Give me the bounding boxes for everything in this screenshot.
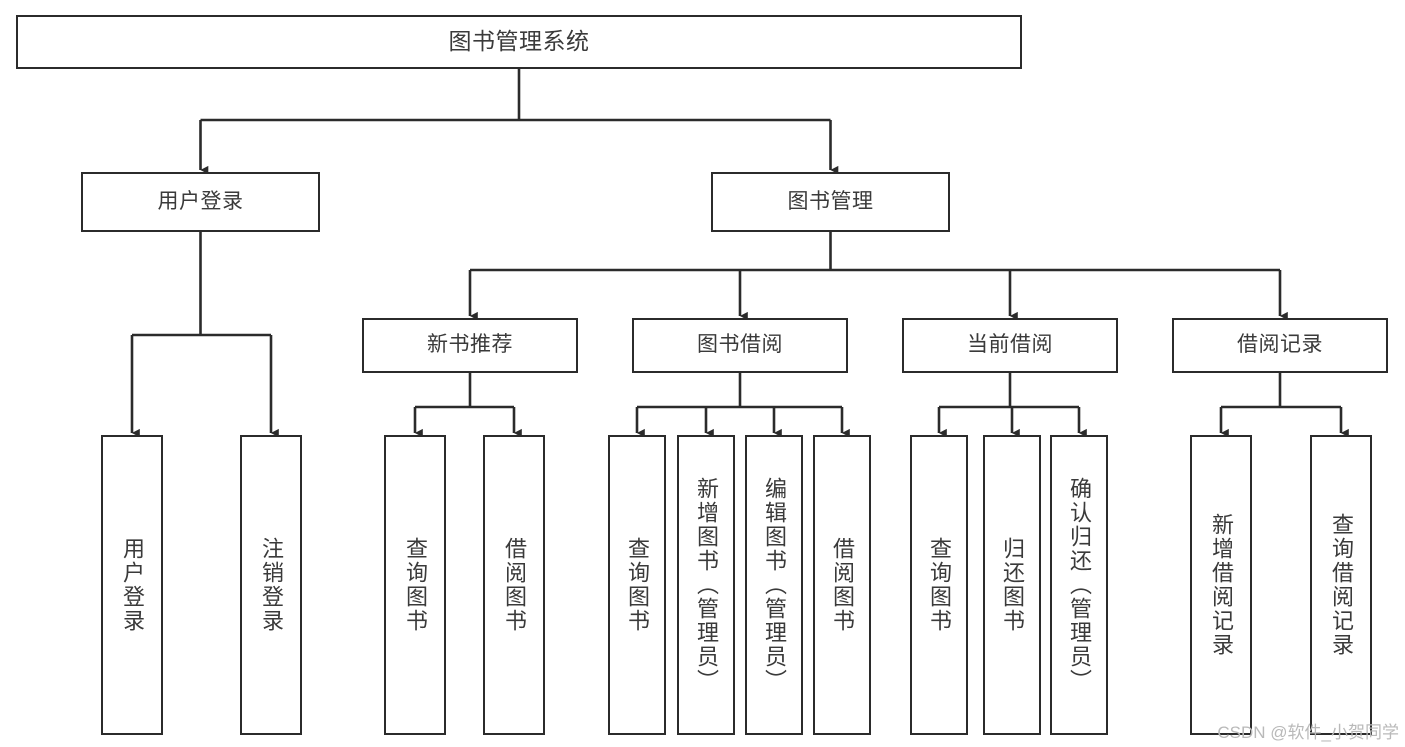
leaf-node-4[interactable]: 查询图书 [608,435,666,735]
leaf-node-8-label: 查询图书 [927,537,952,633]
leaf-node-5[interactable]: 新增图书（管理员） [677,435,735,735]
leaf-node-7-label: 借阅图书 [830,537,855,633]
level3-node-2-label: 当前借阅 [967,333,1053,357]
leaf-node-3[interactable]: 借阅图书 [483,435,545,735]
leaf-node-8[interactable]: 查询图书 [910,435,968,735]
leaf-node-11-label: 新增借阅记录 [1209,513,1234,657]
leaf-node-1[interactable]: 注销登录 [240,435,302,735]
leaf-node-4-label: 查询图书 [625,537,650,633]
level2-node-1[interactable]: 图书管理 [711,172,950,232]
leaf-node-10[interactable]: 确认归还（管理员） [1050,435,1108,735]
root-node-library-system[interactable]: 图书管理系统 [16,15,1022,69]
level3-node-1[interactable]: 图书借阅 [632,318,848,373]
leaf-node-9[interactable]: 归还图书 [983,435,1041,735]
leaf-node-1-label: 注销登录 [259,537,284,633]
leaf-node-12[interactable]: 查询借阅记录 [1310,435,1372,735]
level3-node-3-label: 借阅记录 [1237,333,1323,357]
leaf-node-9-label: 归还图书 [1000,537,1025,633]
leaf-node-3-label: 借阅图书 [502,537,527,633]
level3-node-1-label: 图书借阅 [697,333,783,357]
leaf-node-6-label: 编辑图书（管理员） [762,477,787,693]
csdn-watermark: CSDN @软件_小贺同学 [1217,723,1399,742]
leaf-node-7[interactable]: 借阅图书 [813,435,871,735]
leaf-node-0-label: 用户登录 [120,537,145,633]
leaf-node-2-label: 查询图书 [403,537,428,633]
level3-node-0-label: 新书推荐 [427,333,513,357]
level2-node-1-label: 图书管理 [787,189,874,213]
level2-node-0[interactable]: 用户登录 [81,172,320,232]
leaf-node-10-label: 确认归还（管理员） [1067,477,1092,693]
leaf-node-12-label: 查询借阅记录 [1329,513,1354,657]
level2-node-0-label: 用户登录 [157,189,244,213]
root-node-library-system-label: 图书管理系统 [448,28,590,55]
level3-node-0[interactable]: 新书推荐 [362,318,578,373]
level3-node-2[interactable]: 当前借阅 [902,318,1118,373]
leaf-node-6[interactable]: 编辑图书（管理员） [745,435,803,735]
leaf-node-5-label: 新增图书（管理员） [694,477,719,693]
leaf-node-2[interactable]: 查询图书 [384,435,446,735]
level3-node-3[interactable]: 借阅记录 [1172,318,1388,373]
leaf-node-0[interactable]: 用户登录 [101,435,163,735]
leaf-node-11[interactable]: 新增借阅记录 [1190,435,1252,735]
